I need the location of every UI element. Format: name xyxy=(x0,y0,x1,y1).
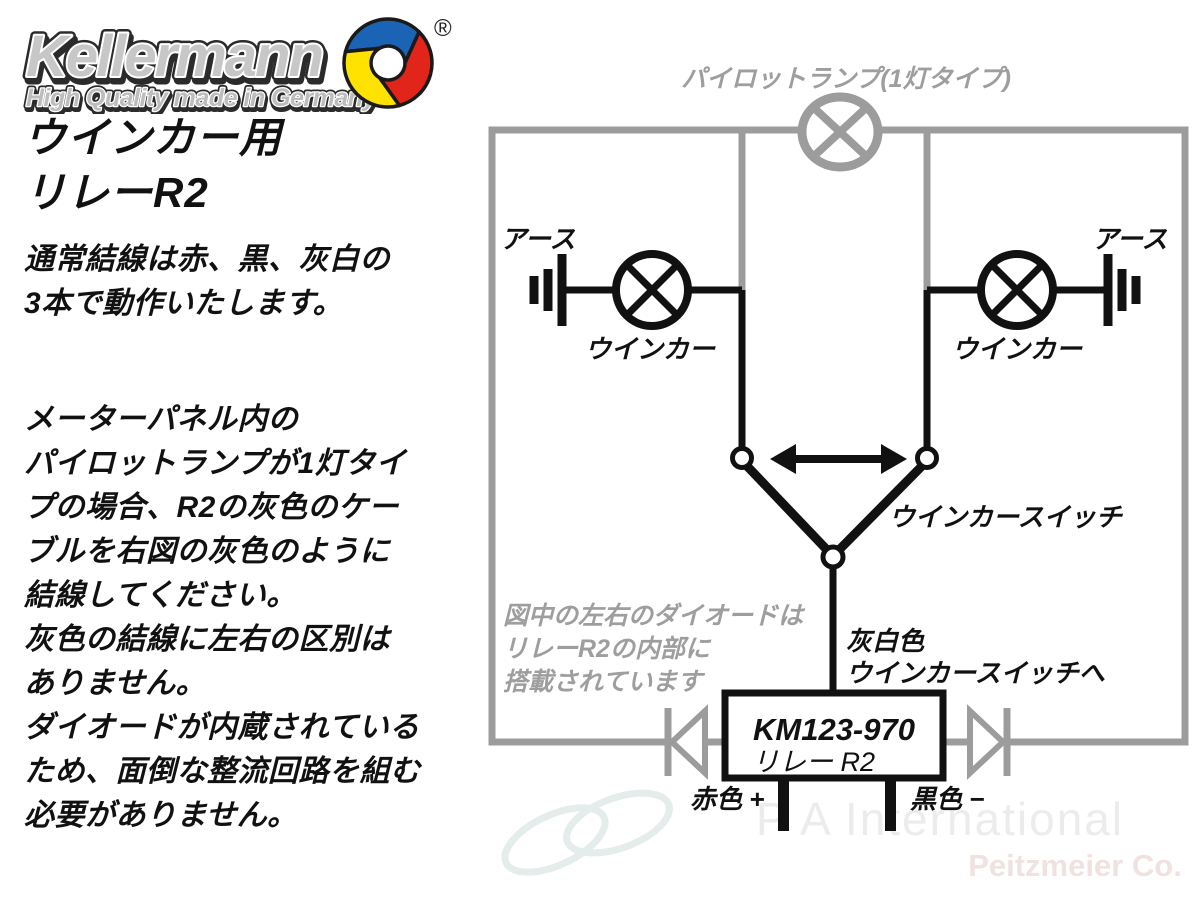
arrow-left-icon xyxy=(770,444,796,474)
kellermann-wordmark: Kellermann Kellermann Kellermann Kellerm… xyxy=(22,20,331,98)
ground-icon xyxy=(529,254,567,326)
switch-terminal xyxy=(915,446,939,470)
winker-switch xyxy=(730,444,939,570)
watermark-loop-icon xyxy=(501,804,609,876)
svg-text:Kellermann: Kellermann xyxy=(26,24,322,89)
right-branch xyxy=(923,250,1141,449)
winker-lamp-icon xyxy=(612,250,692,330)
svg-text:Kellermann: Kellermann xyxy=(26,24,322,89)
kellermann-logo: Kellermann Kellermann Kellermann Kellerm… xyxy=(22,15,453,114)
svg-text:High Quality made in Germany: High Quality made in Germany xyxy=(26,84,378,112)
diode-left-icon xyxy=(664,704,708,780)
wire-color-label: 灰白色 xyxy=(846,626,925,656)
switch-terminal xyxy=(730,446,754,470)
winker-label-left: ウインカー xyxy=(585,334,716,364)
winker-lamp-icon xyxy=(977,250,1057,330)
watermark-text: P A International xyxy=(756,793,1124,845)
kellermann-swirl-icon xyxy=(342,17,434,109)
watermark: P A International Peitzmeier Co. xyxy=(501,789,1182,883)
kellermann-tagline: High Quality made in Germany High Qualit… xyxy=(23,81,382,114)
wire-dest-label: ウインカースイッチへ xyxy=(846,658,1106,688)
svg-text:Kellermann: Kellermann xyxy=(26,24,322,89)
watermark-loop-icon xyxy=(563,789,673,857)
diode-right-icon xyxy=(967,704,1011,780)
black-wire-label: 黒色 − xyxy=(910,784,984,814)
left-branch xyxy=(529,250,746,449)
switch-common-terminal xyxy=(820,544,846,570)
svg-text:Kellermann: Kellermann xyxy=(28,28,324,93)
pilot-lamp-label: パイロットランプ(1灯タイプ) xyxy=(681,65,1011,93)
svg-text:図中の左右のダイオードは: 図中の左右のダイオードは xyxy=(503,602,806,630)
diode-note: 図中の左右のダイオードは リレーR2の内部に 搭載されています xyxy=(503,602,806,696)
relay-model: KM123-970 xyxy=(753,712,915,747)
internal-diodes xyxy=(664,704,1011,780)
earth-label-left: アース xyxy=(500,224,575,254)
svg-text:High Quality made in Germany: High Quality made in Germany xyxy=(27,87,379,114)
intro-paragraph: 通常結線は赤、黒、灰白の 3本で動作いたします。 xyxy=(24,243,390,320)
relay-name: リレー R2 xyxy=(752,747,875,777)
watermark-text: Peitzmeier Co. xyxy=(968,848,1182,883)
registered-mark: ® xyxy=(434,15,452,42)
black-wire-stub xyxy=(885,776,896,831)
svg-text:搭載されています: 搭載されています xyxy=(503,668,705,696)
body-paragraph: メーターパネル内の パイロットランプが1灯タイ プの場合、R2の灰色のケー ブル… xyxy=(24,403,421,832)
red-wire-label: 赤色 + xyxy=(690,784,764,814)
arrow-right-icon xyxy=(881,444,907,474)
winker-label-right: ウインカー xyxy=(952,334,1083,364)
ground-icon xyxy=(1103,254,1141,326)
pilot-lamp-icon xyxy=(797,92,883,172)
svg-text:リレーR2の内部に: リレーR2の内部に xyxy=(503,635,712,663)
relay-box: KM123-970 リレー R2 xyxy=(721,689,947,782)
switch-label: ウインカースイッチ xyxy=(889,502,1124,532)
page-title: ウインカー用 リレーR2 xyxy=(24,114,283,216)
wiring-diagram: P A International Peitzmeier Co. パイロットラン… xyxy=(488,65,1189,883)
earth-label-right: アース xyxy=(1092,224,1167,254)
red-wire-stub xyxy=(778,776,789,831)
svg-text:High Quality made in Germany: High Quality made in Germany xyxy=(26,84,378,112)
svg-text:High Quality made in Germany: High Quality made in Germany xyxy=(26,84,378,112)
